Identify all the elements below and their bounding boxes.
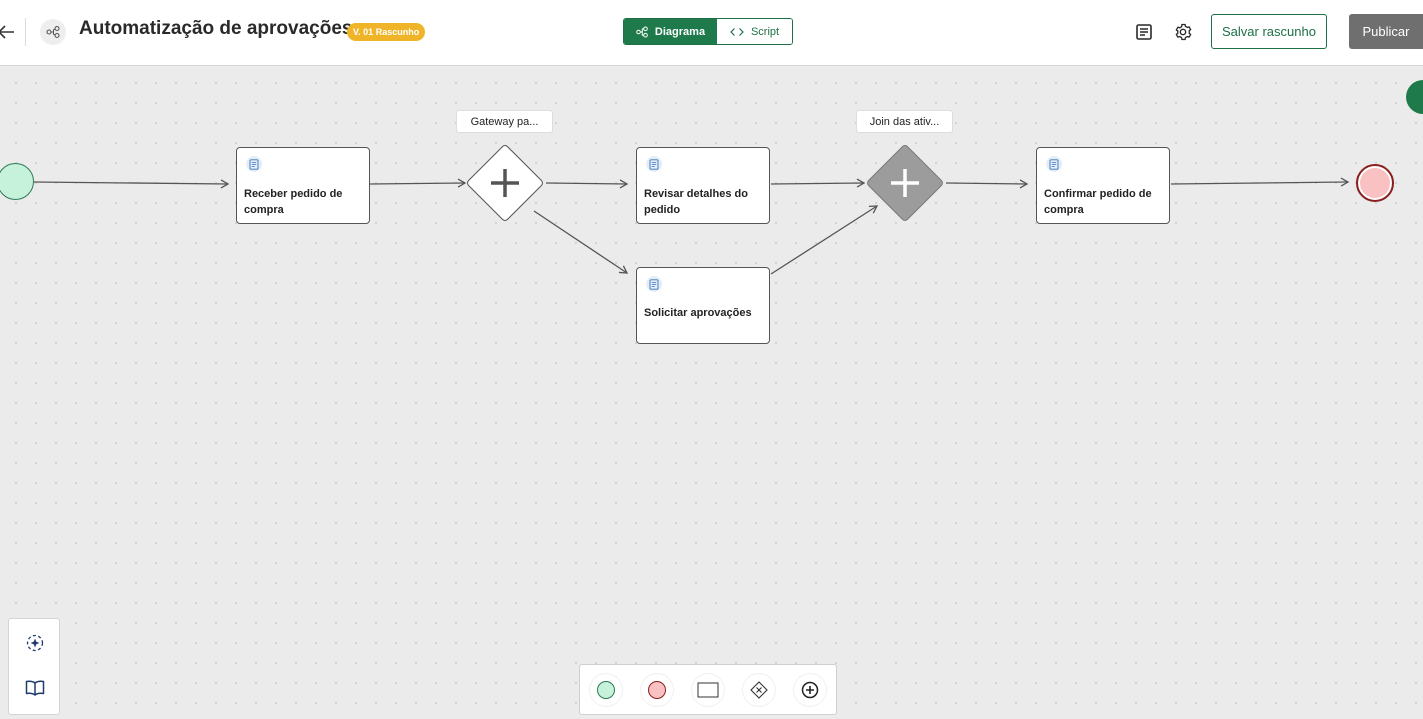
- task-script-icon: [1046, 156, 1062, 172]
- save-draft-button[interactable]: Salvar rascunho: [1211, 14, 1327, 49]
- publish-button[interactable]: Publicar: [1349, 14, 1423, 49]
- palette-start-event[interactable]: [590, 674, 622, 706]
- docs-button[interactable]: [22, 675, 48, 701]
- gateway-split-label[interactable]: Gateway pa...: [456, 110, 553, 133]
- tab-diagram[interactable]: Diagrama: [624, 19, 717, 44]
- task-script-icon: [246, 156, 262, 172]
- tab-script[interactable]: Script: [717, 19, 792, 44]
- green-circle-icon: [597, 681, 615, 699]
- task-confirmar-pedido[interactable]: Confirmar pedido de compra: [1036, 147, 1170, 224]
- task-receber-pedido[interactable]: Receber pedido de compra: [236, 147, 370, 224]
- gear-icon: [1175, 23, 1192, 41]
- tab-diagram-label: Diagrama: [654, 25, 706, 38]
- palette-end-event[interactable]: [641, 674, 673, 706]
- rectangle-icon: [697, 682, 719, 698]
- task-revisar-detalhes[interactable]: Revisar detalhes do pedido: [636, 147, 770, 224]
- ai-sparkle-icon: [26, 634, 44, 652]
- view-toggle: Diagrama Script: [623, 18, 793, 45]
- diamond-x-icon: [750, 681, 768, 699]
- book-open-icon: [25, 680, 45, 696]
- gateway-join-label[interactable]: Join das ativ...: [856, 110, 953, 133]
- task-solicitar-aprovacoes[interactable]: Solicitar aprovações: [636, 267, 770, 344]
- end-event[interactable]: [1356, 164, 1394, 202]
- tab-script-label: Script: [750, 25, 780, 38]
- header-divider: [25, 18, 26, 46]
- red-circle-icon: [648, 681, 666, 699]
- back-button[interactable]: [0, 20, 18, 44]
- flow-icon: [40, 19, 66, 45]
- page-title: Automatização de aprovações: [79, 18, 353, 39]
- ai-assistant-button[interactable]: [22, 630, 48, 656]
- left-toolbar: [8, 618, 60, 715]
- task-label: Confirmar pedido de compra: [1044, 188, 1152, 216]
- side-panel-handle[interactable]: [1406, 80, 1423, 114]
- notes-button[interactable]: [1132, 20, 1156, 44]
- version-badge: V. 01 Rascunho: [347, 23, 426, 41]
- task-script-icon: [646, 156, 662, 172]
- plus-circle-icon: [801, 681, 819, 699]
- app-header: Automatização de aprovações V. 01 Rascun…: [0, 0, 1423, 66]
- code-icon: [730, 27, 744, 36]
- palette-parallel-gateway[interactable]: [794, 674, 826, 706]
- start-event[interactable]: [0, 163, 34, 200]
- arrow-left-icon: [0, 25, 14, 39]
- task-label: Revisar detalhes do pedido: [644, 188, 748, 216]
- palette-task[interactable]: [692, 674, 724, 706]
- palette-exclusive-gateway[interactable]: [743, 674, 775, 706]
- diagram-icon: [636, 26, 648, 37]
- task-label: Receber pedido de compra: [244, 188, 343, 216]
- element-palette: [579, 664, 837, 715]
- task-script-icon: [646, 276, 662, 292]
- document-lines-icon: [1136, 24, 1152, 40]
- settings-button[interactable]: [1171, 20, 1195, 44]
- task-label: Solicitar aprovações: [644, 307, 752, 319]
